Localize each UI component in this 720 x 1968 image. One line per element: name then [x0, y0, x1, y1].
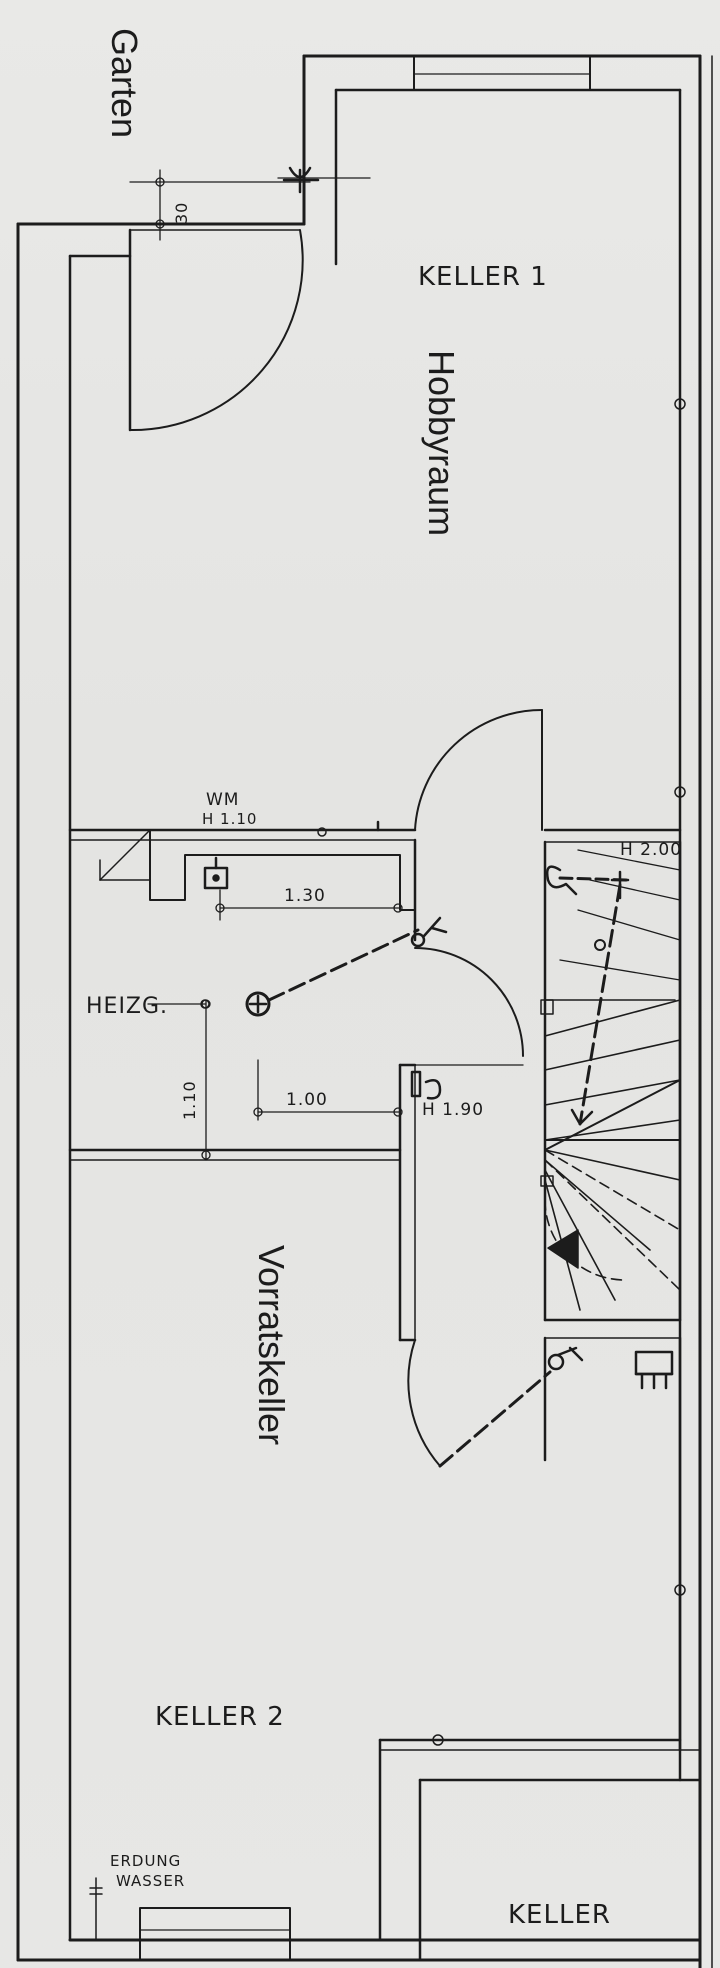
dimension-130 [215, 889, 403, 921]
interior-wall-north [68, 820, 682, 843]
earthing-label-line1: ERDUNG [110, 1852, 182, 1870]
room-label-keller-neighbour: KELLER [508, 1900, 611, 1930]
room-label-keller2: KELLER 2 [155, 1702, 285, 1732]
heating-outlet-icon [147, 928, 420, 1017]
light-switch-icon [410, 916, 448, 948]
earthing-icon [89, 1877, 103, 1941]
room-label-heating: HEIZG. [86, 994, 169, 1019]
wm-height-label: H 1.10 [202, 810, 258, 828]
stair-switch-line [546, 865, 630, 1126]
dimension-100-110 [201, 999, 403, 1161]
door-heating [414, 947, 524, 1066]
dimension-30-label: 30 [172, 201, 191, 224]
room-label-keller1: KELLER 1 [418, 262, 548, 292]
garden-door [128, 228, 304, 432]
dimension-130-label: 1.30 [284, 886, 326, 906]
overlay-label-storage-cellar: Vorratskeller [251, 1245, 292, 1446]
overlay-label-garden: Garten [104, 28, 145, 139]
wall-outlet-icon [634, 1350, 674, 1390]
height-200-label: H 2.00 [620, 840, 683, 860]
earthing-label-line2: WASSER [116, 1872, 186, 1890]
outdoor-tap-icon [277, 166, 371, 194]
dimension-30 [129, 169, 311, 241]
overlay-label-hobby-room: Hobbyraum [421, 350, 462, 537]
stair-direction-arrow [547, 1229, 579, 1269]
distribution-board-icon [410, 1070, 442, 1100]
dimension-110-label: 1.10 [180, 1080, 199, 1120]
socket-icon [203, 827, 327, 890]
dimension-100-label: 1.00 [286, 1090, 328, 1110]
windows [139, 55, 591, 1961]
door-keller1 [414, 708, 543, 831]
keller2-walls [378, 1336, 702, 1962]
keller2-switch [407, 1339, 584, 1468]
height-190-label: H 1.90 [422, 1100, 485, 1120]
heating-room-walls [68, 829, 417, 1342]
wm-label: WM [206, 790, 240, 810]
